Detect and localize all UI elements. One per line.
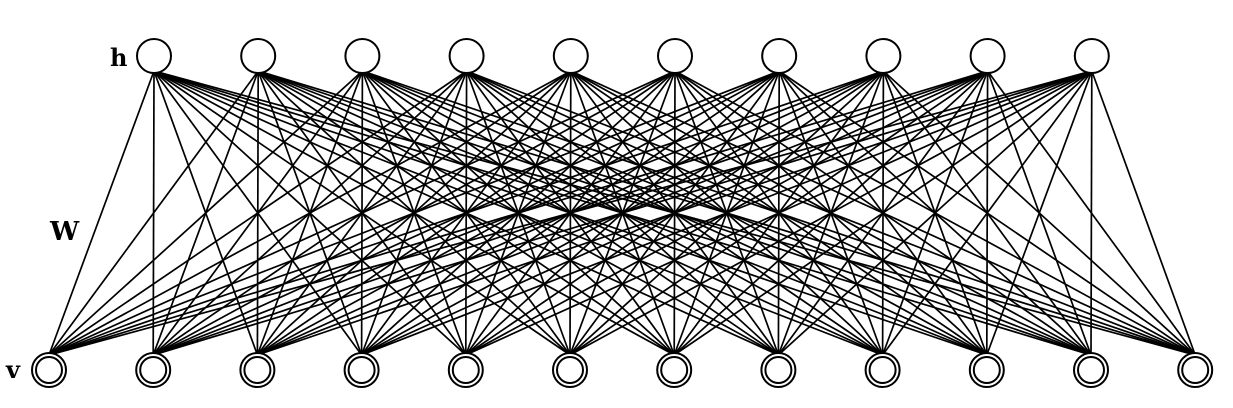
weight-edge-h10-v8 xyxy=(777,70,1093,356)
visible-unit-5 xyxy=(447,352,484,388)
weight-edge-h10-v9 xyxy=(881,70,1093,356)
visible-unit-inner-ring xyxy=(35,356,63,384)
visible-unit-inner-ring xyxy=(764,356,793,384)
hidden-unit-6 xyxy=(657,38,693,74)
visible-layer xyxy=(31,352,1214,388)
weight-connections xyxy=(48,70,1196,356)
visible-unit-inner-ring xyxy=(660,356,689,384)
hidden-unit-10 xyxy=(1073,38,1110,74)
weight-edge-h10-v6 xyxy=(569,70,1093,356)
weight-edge-h4-v1 xyxy=(48,70,468,356)
hidden-layer-label: h xyxy=(110,43,127,72)
visible-unit-inner-ring xyxy=(243,356,272,384)
hidden-unit-4 xyxy=(448,38,485,74)
visible-unit-inner-ring xyxy=(1181,356,1210,384)
hidden-unit-3 xyxy=(344,38,381,74)
visible-unit-inner-ring xyxy=(972,356,1001,384)
weight-edge-h3-v1 xyxy=(48,70,363,356)
weight-edge-h1-v1 xyxy=(48,70,155,356)
weight-edge-h5-v1 xyxy=(48,70,572,356)
weight-edge-h10-v11 xyxy=(1090,70,1093,356)
visible-unit-10 xyxy=(968,352,1005,388)
visible-unit-6 xyxy=(552,352,588,388)
visible-unit-inner-ring xyxy=(347,356,376,384)
visible-unit-4 xyxy=(343,352,380,388)
visible-unit-11 xyxy=(1073,352,1109,388)
weight-edge-h10-v2 xyxy=(152,70,1093,356)
visible-layer-label: v xyxy=(5,355,21,384)
visible-unit-7 xyxy=(656,352,693,388)
weight-edge-h10-v5 xyxy=(465,70,1093,356)
visible-unit-inner-ring xyxy=(451,356,480,384)
hidden-layer xyxy=(136,38,1110,74)
visible-unit-12 xyxy=(1177,352,1214,388)
weight-edge-h10-v12 xyxy=(1091,70,1196,356)
visible-unit-9 xyxy=(864,352,901,388)
visible-unit-2 xyxy=(135,352,172,388)
hidden-unit-8 xyxy=(865,38,902,74)
hidden-unit-5 xyxy=(552,38,589,74)
visible-unit-inner-ring xyxy=(868,356,897,384)
visible-unit-3 xyxy=(239,352,276,388)
weight-edge-h10-v1 xyxy=(48,70,1093,356)
visible-unit-8 xyxy=(760,352,797,388)
visible-unit-1 xyxy=(31,352,67,388)
visible-unit-inner-ring xyxy=(556,356,584,384)
weight-edge-h10-v10 xyxy=(986,70,1093,356)
weight-edge-h10-v7 xyxy=(673,70,1093,356)
weight-edge-h7-v1 xyxy=(48,70,780,356)
weight-edge-h10-v4 xyxy=(361,70,1093,356)
hidden-unit-2 xyxy=(240,38,277,74)
hidden-unit-9 xyxy=(969,38,1006,74)
weight-edge-h8-v1 xyxy=(48,70,884,356)
weight-edge-h10-v3 xyxy=(257,70,1093,356)
hidden-unit-7 xyxy=(761,38,798,74)
visible-unit-inner-ring xyxy=(1077,356,1105,384)
weights-label: W xyxy=(49,217,80,247)
weight-edge-h2-v1 xyxy=(48,70,259,356)
weight-edge-h6-v1 xyxy=(48,70,676,356)
hidden-unit-1 xyxy=(136,38,172,74)
visible-unit-inner-ring xyxy=(139,356,168,384)
weight-edge-h9-v1 xyxy=(48,70,988,356)
